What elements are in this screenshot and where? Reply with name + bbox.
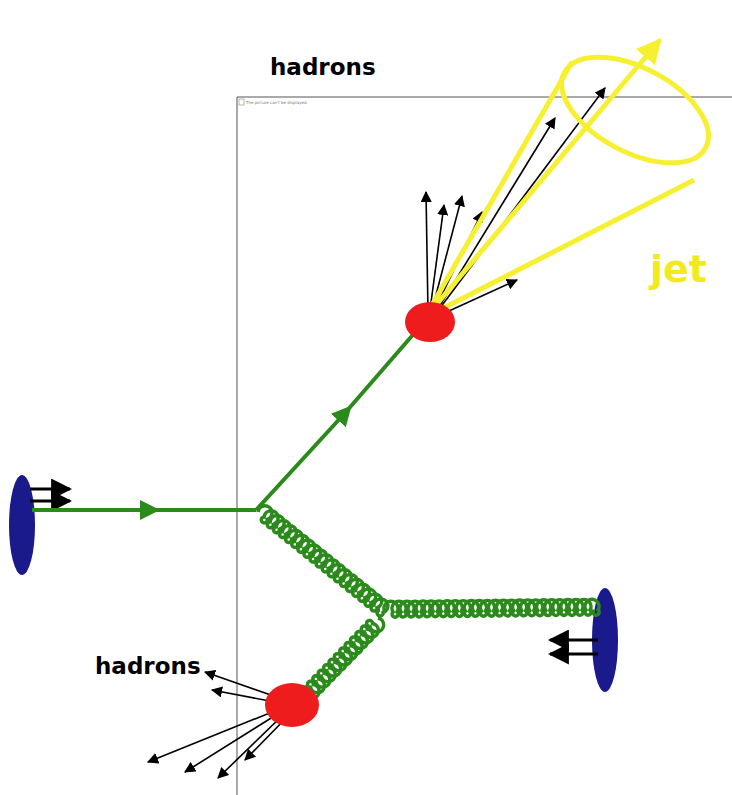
jet-label: jet: [650, 250, 707, 288]
hadronisation-blob: [265, 683, 319, 727]
gluon-line: [258, 506, 599, 699]
jet-cone: [428, 35, 725, 314]
proton-left: [9, 475, 70, 575]
hadron-arrow: [148, 672, 290, 778]
hadrons-label: hadrons: [95, 655, 201, 678]
quark-line: [32, 322, 424, 510]
picture-frame: [237, 97, 732, 795]
hadronisation-blob: [405, 302, 455, 342]
hadrons-label: hadrons: [270, 56, 376, 79]
placeholder-note: The picture can't be displayed.: [246, 101, 308, 105]
